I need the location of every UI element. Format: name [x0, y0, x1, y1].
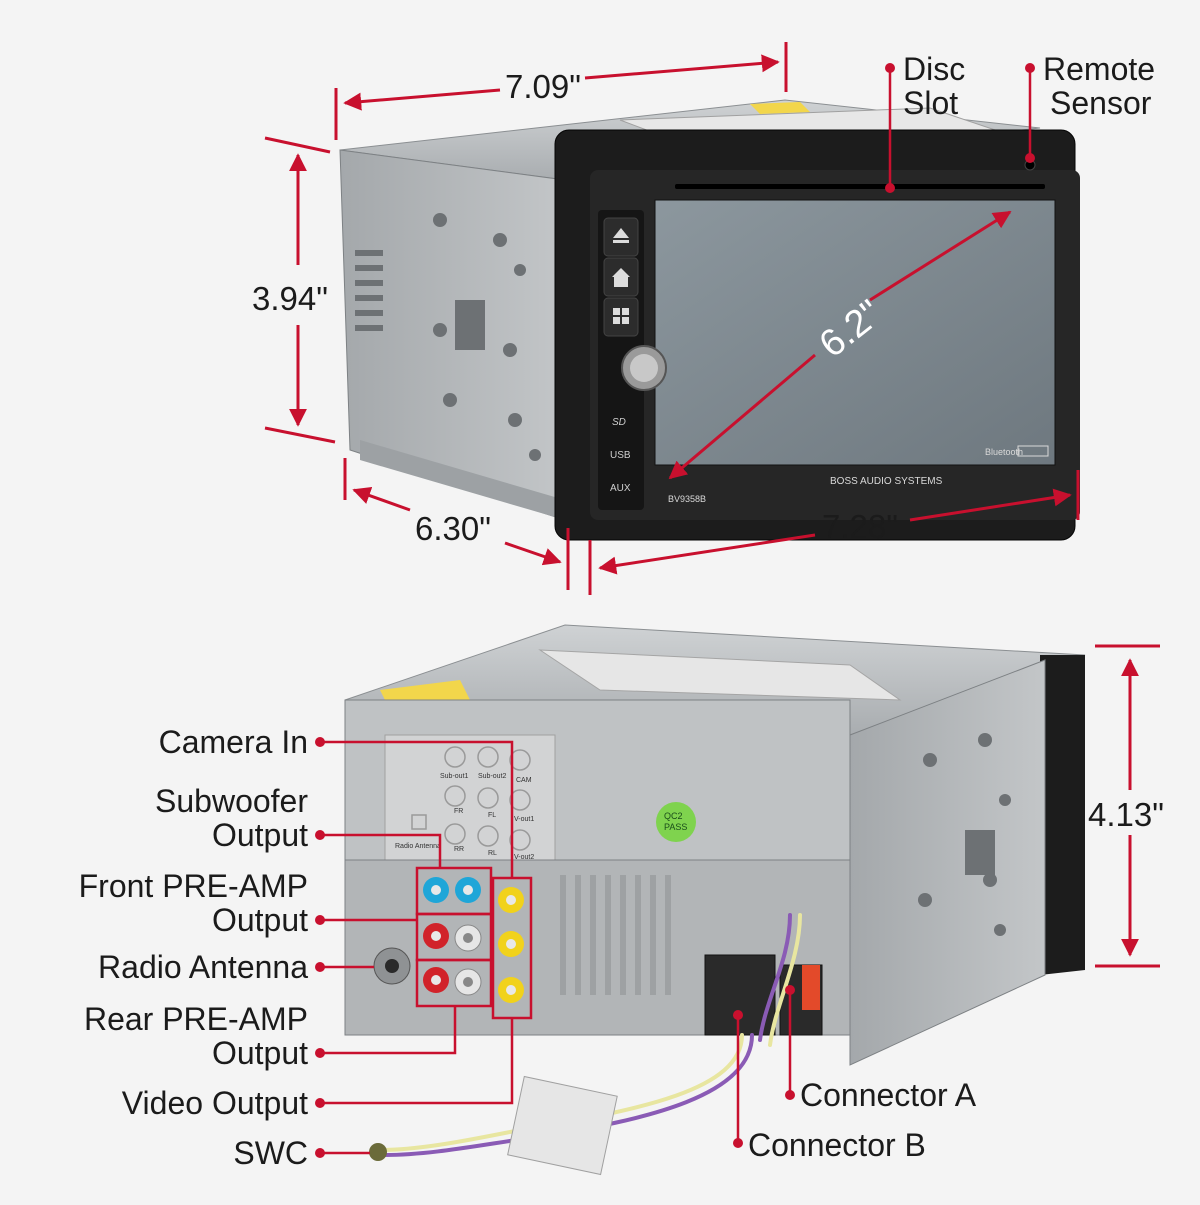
callout-front-preamp-2: Output — [211, 902, 308, 938]
qc-label-1: QC2 — [664, 811, 683, 821]
callout-dots — [315, 63, 1035, 1158]
jack-label-rr: RR — [454, 846, 464, 853]
callout-remote-sensor-2: Sensor — [1050, 85, 1152, 121]
jack-label-fl: FL — [488, 812, 496, 819]
dim-rear-height: 4.13" — [1088, 796, 1164, 833]
callout-rear-preamp-2: Output — [211, 1035, 308, 1071]
callout-disc-slot-2: Slot — [903, 85, 959, 121]
callout-radio-antenna: Radio Antenna — [98, 949, 308, 985]
jack-label-vout2: V-out2 — [514, 854, 534, 861]
callout-rear-preamp-1: Rear PRE-AMP — [83, 1001, 308, 1037]
callout-camera-in: Camera In — [158, 724, 308, 760]
callout-disc-slot-1: Disc — [903, 51, 966, 87]
dim-width-top: 7.09" — [505, 68, 581, 105]
sd-label: SD — [612, 417, 626, 428]
jack-label-subout2: Sub-out2 — [478, 773, 507, 780]
callout-front-preamp-1: Front PRE-AMP — [78, 868, 308, 904]
jack-label-subout1: Sub-out1 — [440, 773, 469, 780]
dim-height-side: 3.94" — [252, 280, 328, 317]
brand-label: BOSS AUDIO SYSTEMS — [830, 476, 943, 487]
callout-connector-a: Connector A — [800, 1077, 977, 1113]
dimension-lines — [264, 42, 1160, 968]
dim-front-width: 7.28" — [822, 508, 898, 545]
callout-video-output: Video Output — [121, 1085, 308, 1121]
callout-remote-sensor-1: Remote — [1043, 51, 1156, 87]
rear-unit: QC2 PASS Sub-out1 Sub-out2 CAM FR FL V-o… — [344, 624, 1086, 1176]
callout-subwoofer-1: Subwoofer — [155, 783, 308, 819]
jack-label-vout1: V-out1 — [514, 816, 534, 823]
dim-depth: 6.30" — [415, 510, 491, 547]
usb-label: USB — [610, 450, 631, 461]
model-label: BV9358B — [668, 494, 706, 504]
jack-label-cam: CAM — [516, 777, 532, 784]
jack-label-radio-antenna: Radio Antenna — [395, 843, 441, 850]
callout-lines — [320, 68, 1032, 1155]
callout-subwoofer-2: Output — [211, 817, 308, 853]
qc-label-2: PASS — [664, 822, 687, 832]
aux-label: AUX — [610, 483, 631, 494]
callout-swc: SWC — [233, 1135, 308, 1171]
front-unit: SD USB AUX BOSS AUDIO SYSTEMS BV9358B Bl… — [339, 99, 1080, 541]
jack-label-fr: FR — [454, 808, 463, 815]
bluetooth-label: Bluetooth — [985, 447, 1023, 457]
jack-label-rl: RL — [488, 850, 497, 857]
callout-connector-b: Connector B — [748, 1127, 926, 1163]
rca-jack-group — [423, 877, 524, 1003]
